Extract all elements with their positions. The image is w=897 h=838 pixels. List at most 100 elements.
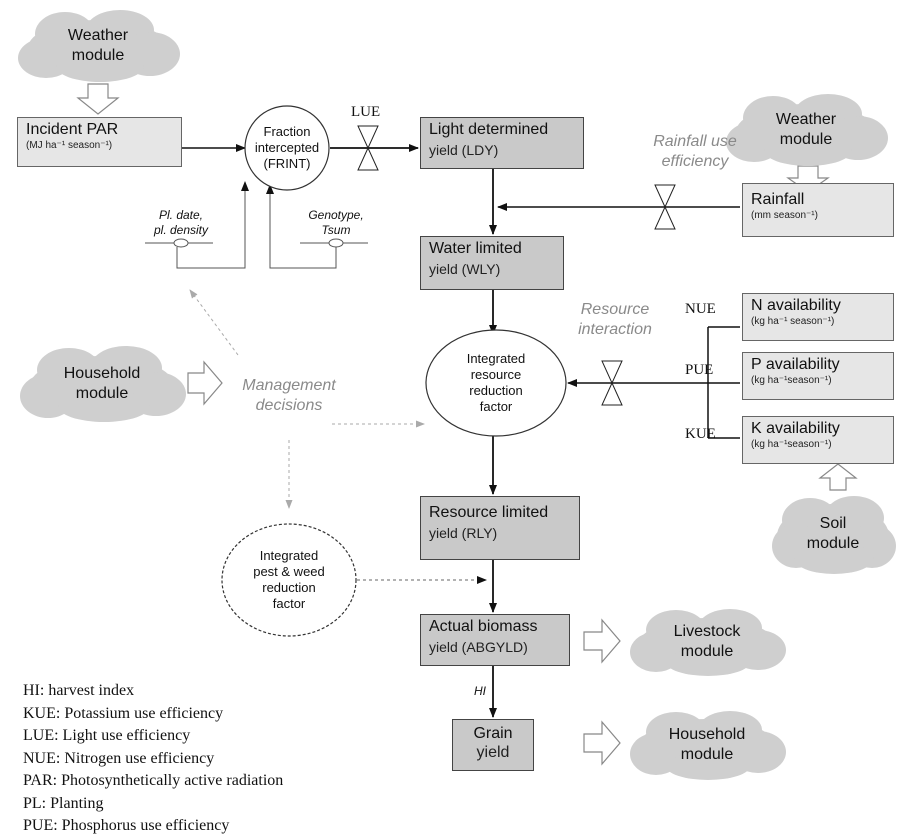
pue-label: PUE (685, 362, 714, 378)
irrf-label: Integrated resource reduction factor (426, 330, 566, 436)
circle-line-4: factor (479, 399, 513, 414)
legend-item: KUE: Potassium use efficiency (23, 704, 224, 722)
box-unit: (kg ha⁻¹season⁻¹) (751, 439, 832, 450)
p-availability-box: P availability (kg ha⁻¹season⁻¹) (742, 352, 894, 400)
legend-item: PAR: Photosynthetically active radiation (23, 772, 284, 789)
resource-interaction-label: Resource interaction (560, 300, 670, 340)
box-sub: yield (WLY) (429, 261, 501, 277)
cloud-line-2: module (806, 535, 860, 552)
label-line-1: Genotype, (308, 208, 364, 222)
circle-line-1: Integrated (466, 351, 526, 366)
circle-line-1: Fraction (263, 124, 311, 139)
ldy-box: Light determined yield (LDY) (420, 117, 584, 169)
cloud-line-2: module (680, 746, 734, 763)
livestock-module-cloud: Livestock module (624, 606, 790, 678)
box-title: Grain (473, 725, 513, 742)
nue-label: NUE (685, 301, 716, 317)
pest-weed-label: Integrated pest & weed reduction factor (222, 524, 356, 636)
cloud-line-1: Household (63, 365, 141, 382)
lue-valve (357, 125, 379, 171)
box-title: P availability (751, 356, 840, 373)
incident-par-box: Incident PAR (MJ ha⁻¹ season⁻¹) (17, 117, 182, 167)
box-title: Light determined (429, 121, 549, 138)
legend-item: NUE: Nitrogen use efficiency (23, 749, 215, 767)
label-line-2: pl. density (153, 223, 209, 237)
wly-box: Water limited yield (WLY) (420, 236, 564, 290)
k-availability-box: K availability (kg ha⁻¹season⁻¹) (742, 416, 894, 464)
label-line-2: decisions (255, 397, 323, 414)
legend-item: PL: Planting (23, 794, 104, 812)
soil-block-arrow (818, 463, 858, 491)
box-unit: (kg ha⁻¹season⁻¹) (751, 375, 832, 386)
box-sub: yield (476, 744, 510, 761)
circle-line-4: factor (272, 596, 306, 611)
rly-box: Resource limited yield (RLY) (420, 496, 580, 560)
hi-label: HI (474, 684, 486, 698)
cloud-line-2: module (71, 47, 125, 64)
weather-module-cloud-top: Weather module (10, 8, 186, 84)
weather-top-block-arrow (76, 83, 120, 115)
box-sub: yield (RLY) (429, 525, 498, 541)
circle-line-2: resource (470, 367, 522, 382)
circle-line-1: Integrated (259, 548, 319, 563)
box-unit: (MJ ha⁻¹ season⁻¹) (26, 140, 113, 151)
livestock-block-arrow (583, 618, 621, 664)
circle-line-3: reduction (469, 383, 523, 398)
cloud-line-1: Weather (775, 111, 837, 128)
circle-line-2: pest & weed (253, 564, 325, 579)
frint-label: Fraction intercepted (FRINT) (245, 106, 329, 190)
cloud-line-1: Household (668, 726, 746, 743)
abgyld-box: Actual biomass yield (ABGYLD) (420, 614, 570, 666)
box-title: Rainfall (751, 191, 805, 208)
box-sub: yield (LDY) (429, 142, 499, 158)
box-title: N availability (751, 297, 841, 314)
household-block-arrow (187, 360, 223, 406)
weather-module-cloud-right: Weather module (718, 92, 894, 168)
box-title: Water limited (429, 240, 522, 257)
resource-valve (601, 360, 623, 406)
household-module-cloud-left: Household module (14, 344, 190, 424)
box-title: Actual biomass (429, 618, 538, 635)
legend-item: LUE: Light use efficiency (23, 727, 191, 744)
cloud-line-1: Weather (67, 27, 129, 44)
label-line-1: Resource (580, 301, 650, 318)
cloud-line-1: Livestock (673, 623, 741, 640)
frint-circle (244, 105, 330, 191)
box-unit: (mm season⁻¹) (751, 210, 818, 221)
box-sub: yield (ABGYLD) (429, 639, 528, 655)
rainfall-box: Rainfall (mm season⁻¹) (742, 183, 894, 237)
box-title: Resource limited (429, 504, 549, 521)
label-line-1: Pl. date, (158, 208, 204, 222)
circle-line-3: (FRINT) (263, 156, 311, 171)
household-module-cloud-bottom: Household module (624, 708, 790, 782)
box-title: K availability (751, 420, 840, 437)
cloud-line-1: Soil (819, 515, 847, 532)
household-bottom-block-arrow (583, 720, 621, 766)
lue-label: LUE (351, 104, 381, 120)
rainfall-use-label: Rainfall use efficiency (630, 132, 760, 172)
legend-item: HI: harvest index (23, 682, 135, 699)
cloud-line-2: module (779, 131, 833, 148)
grain-yield-box: Grain yield (452, 719, 534, 771)
label-line-2: efficiency (661, 153, 729, 170)
legend-item: PUE: Phosphorus use efficiency (23, 817, 230, 834)
cloud-line-2: module (680, 643, 734, 660)
irrf-circle (425, 329, 567, 437)
box-title: Incident PAR (26, 121, 119, 138)
soil-module-cloud: Soil module (770, 492, 896, 576)
label-line-2: interaction (578, 321, 652, 338)
box-unit: (kg ha⁻¹ season⁻¹) (751, 316, 835, 327)
n-availability-box: N availability (kg ha⁻¹ season⁻¹) (742, 293, 894, 341)
label-line-1: Management (242, 377, 336, 394)
pl-date-label: Pl. date, pl. density (140, 208, 222, 238)
management-decisions-label: Management decisions (224, 376, 354, 416)
rainfall-valve (654, 184, 676, 230)
circle-line-2: intercepted (254, 140, 320, 155)
genotype-label: Genotype, Tsum (296, 208, 376, 238)
circle-line-3: reduction (262, 580, 316, 595)
label-line-2: Tsum (321, 223, 351, 237)
kue-label: KUE (685, 426, 716, 442)
cloud-line-2: module (75, 385, 129, 402)
pest-circle (221, 523, 357, 637)
